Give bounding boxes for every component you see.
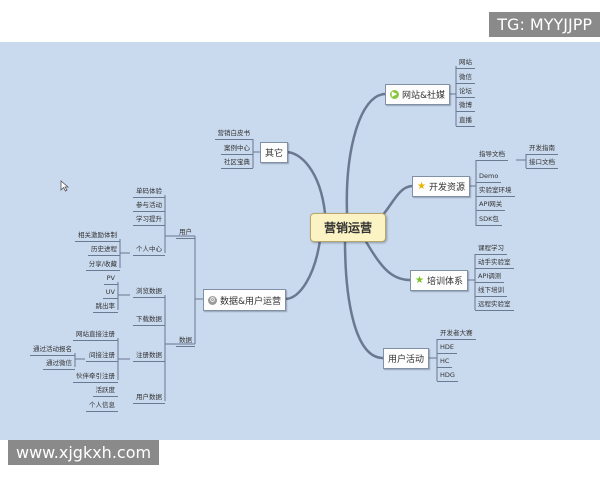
- leaf-node[interactable]: API调测: [475, 272, 505, 283]
- branch-data-user-ops[interactable]: ⚙数据&用户运营: [203, 289, 287, 311]
- branch-label: 用户活动: [388, 355, 425, 365]
- node-browse-data[interactable]: 浏览数据: [133, 287, 165, 298]
- leaf-node[interactable]: 直播: [456, 116, 475, 127]
- leaf-node[interactable]: 案例中心: [221, 144, 253, 155]
- branch-label: 培训体系: [427, 277, 464, 287]
- central-topic[interactable]: 营销运营: [310, 213, 386, 242]
- leaf-node[interactable]: 开发者大赛: [437, 329, 476, 340]
- leaf-node[interactable]: 微博: [456, 101, 475, 112]
- leaf-node[interactable]: HDE: [437, 343, 457, 354]
- branch-user-activity[interactable]: 用户活动: [383, 348, 430, 369]
- mouse-cursor-icon: [60, 180, 70, 192]
- branch-label: 网站&社媒: [402, 91, 446, 101]
- leaf-node[interactable]: 接口文档: [526, 158, 558, 169]
- leaf-node[interactable]: 相关激励体制: [75, 231, 120, 242]
- branch-training[interactable]: ★培训体系: [410, 270, 469, 291]
- leaf-node[interactable]: UV: [102, 288, 118, 299]
- leaf-node[interactable]: 实验室环境: [476, 186, 515, 197]
- leaf-node[interactable]: 网站: [456, 58, 475, 69]
- branch-label: 开发资源: [429, 183, 466, 193]
- leaf-node[interactable]: 活跃度: [92, 386, 118, 397]
- leaf-node[interactable]: HC: [437, 357, 453, 368]
- branch-dev-resources[interactable]: ★开发资源: [412, 176, 471, 197]
- leaf-node[interactable]: 营销白皮书: [214, 129, 253, 140]
- star-icon: ★: [417, 181, 426, 192]
- leaf-node[interactable]: 论坛: [456, 87, 475, 98]
- leaf-node[interactable]: 个人中心: [133, 245, 165, 256]
- node-data[interactable]: 数据: [176, 336, 195, 347]
- node-register-data[interactable]: 注册数据: [133, 351, 165, 362]
- branch-label: 数据&用户运营: [220, 296, 282, 307]
- leaf-node[interactable]: 动手实验室: [475, 258, 514, 269]
- play-icon: ▶: [390, 90, 399, 99]
- leaf-node[interactable]: 网站直接注册: [73, 330, 118, 341]
- branch-other[interactable]: 其它: [260, 142, 289, 163]
- leaf-node[interactable]: API网关: [476, 200, 506, 211]
- leaf-node[interactable]: 线下培训: [475, 286, 507, 297]
- leaf-node[interactable]: 开发指南: [526, 144, 558, 155]
- branch-label: 其它: [265, 149, 284, 159]
- leaf-node[interactable]: PV: [103, 274, 118, 285]
- leaf-node[interactable]: 跳出率: [92, 302, 118, 313]
- leaf-node[interactable]: HDG: [437, 371, 458, 382]
- leaf-node[interactable]: 单码体验: [133, 187, 165, 198]
- leaf-node[interactable]: 个人信息: [86, 401, 118, 412]
- leaf-node[interactable]: 远程实验室: [475, 300, 514, 311]
- leaf-node[interactable]: 指导文档: [476, 150, 508, 161]
- leaf-node[interactable]: 分享/收藏: [85, 260, 120, 271]
- leaf-node[interactable]: 学习提升: [133, 215, 165, 226]
- leaf-node[interactable]: 伙伴牵引注册: [73, 372, 118, 383]
- leaf-node[interactable]: 参与活动: [133, 201, 165, 212]
- gear-icon: ⚙: [208, 295, 217, 305]
- leaf-node[interactable]: 通过活动报名: [30, 345, 75, 356]
- star-icon: ★: [415, 275, 424, 286]
- node-download-data[interactable]: 下载数据: [133, 315, 165, 326]
- leaf-node[interactable]: 历史进程: [88, 245, 120, 256]
- branch-web-social[interactable]: ▶网站&社媒: [385, 84, 451, 105]
- watermark-top: TG: MYYJJPP: [489, 12, 600, 37]
- leaf-node[interactable]: SDK包: [476, 215, 502, 226]
- node-user-data[interactable]: 用户数据: [133, 393, 165, 404]
- watermark-bottom: www.xjgkxh.com: [8, 440, 160, 465]
- leaf-node[interactable]: 微信: [456, 73, 475, 84]
- leaf-node[interactable]: 课程学习: [475, 244, 507, 255]
- leaf-node[interactable]: 通过微信: [43, 359, 75, 370]
- leaf-node[interactable]: 间接注册: [86, 351, 118, 362]
- leaf-node[interactable]: 社区宝典: [221, 158, 253, 169]
- leaf-node[interactable]: Demo: [476, 172, 502, 183]
- node-user[interactable]: 用户: [176, 228, 195, 239]
